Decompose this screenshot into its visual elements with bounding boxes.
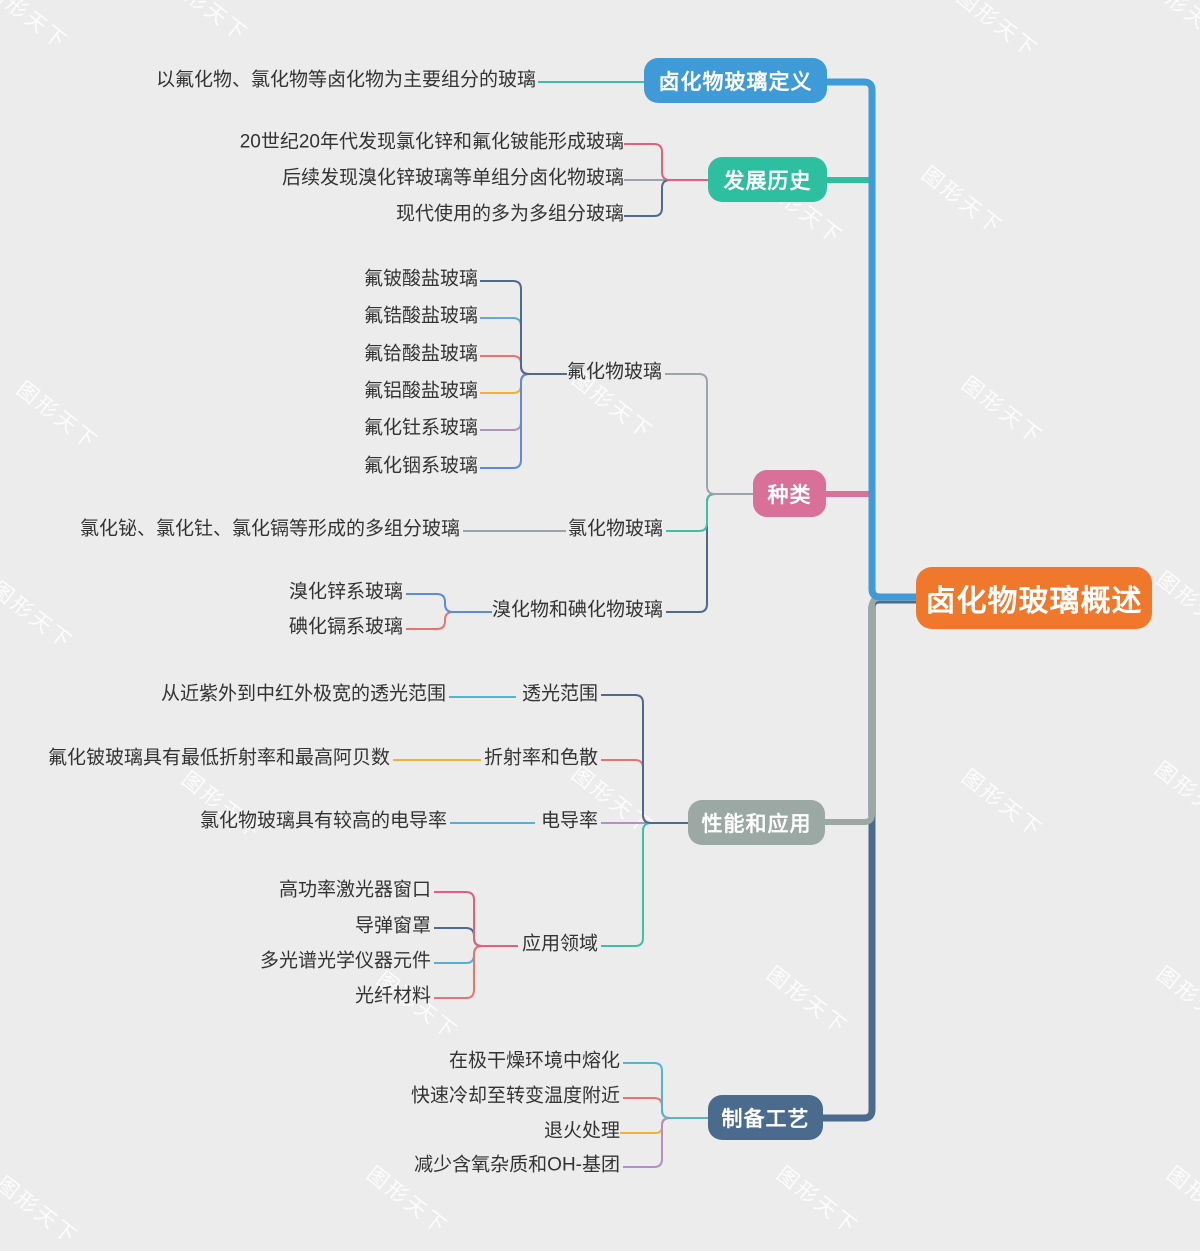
leaf-missile-dome[interactable]: 导弹窗罩 [354,915,431,937]
leaf-history-3[interactable]: 现代使用的多为多组分玻璃 [395,203,624,225]
leaf-history-2[interactable]: 后续发现溴化锌玻璃等单组分卤化物玻璃 [281,167,624,189]
leaf-fluoroberyllate[interactable]: 氟铍酸盐玻璃 [363,268,478,290]
leaf-cadmium-iodide[interactable]: 碘化镉系玻璃 [288,616,403,638]
connector-performance-branch [825,595,917,825]
subbranch-refractive-index[interactable]: 折射率和色散 [483,747,598,769]
leaf-zinc-bromide[interactable]: 溴化锌系玻璃 [288,581,403,603]
subbranch-application-areas[interactable]: 应用领域 [521,933,598,955]
leaf-fluorozirconate[interactable]: 氟锆酸盐玻璃 [363,305,478,327]
leaf-annealing[interactable]: 退火处理 [543,1120,620,1142]
branch-node-types[interactable]: 种类 [753,470,826,517]
subbranch-conductivity[interactable]: 电导率 [540,810,598,832]
leaf-definition[interactable]: 以氟化物、氯化物等卤化物为主要组分的玻璃 [155,69,536,91]
connector-definition-branch [827,78,917,601]
subbranch-fluoride-glass[interactable]: 氟化物玻璃 [567,361,663,383]
leaf-reduce-oxygen[interactable]: 减少含氧杂质和OH-基团 [414,1154,620,1176]
leaf-fluoroaluminate[interactable]: 氟铝酸盐玻璃 [363,380,478,402]
branch-node-definition[interactable]: 卤化物玻璃定义 [644,58,827,103]
root-node[interactable]: 卤化物玻璃概述 [916,567,1152,629]
subbranch-chloride-glass[interactable]: 氯化物玻璃 [568,518,664,540]
leaf-fluorohafnate[interactable]: 氟铪酸盐玻璃 [363,343,478,365]
leaf-rapid-cooling[interactable]: 快速冷却至转变温度附近 [410,1085,620,1107]
leaf-indium-fluoride[interactable]: 氟化铟系玻璃 [363,455,478,477]
branch-node-performance[interactable]: 性能和应用 [688,800,825,845]
leaf-refractive-index[interactable]: 氟化铍玻璃具有最低折射率和最高阿贝数 [47,747,390,769]
leaf-history-1[interactable]: 20世纪20年代发现氯化锌和氟化铍能形成玻璃 [239,131,624,153]
leaf-conductivity[interactable]: 氯化物玻璃具有较高的电导率 [199,810,447,832]
leaf-chloride-multicomponent[interactable]: 氯化铋、氯化钍、氯化镉等形成的多组分玻璃 [79,518,460,540]
leaf-laser-window[interactable]: 高功率激光器窗口 [278,879,431,901]
leaf-dry-melting[interactable]: 在极干燥环境中熔化 [448,1050,620,1072]
leaf-multispectral-optics[interactable]: 多光谱光学仪器元件 [259,950,431,972]
branch-node-history[interactable]: 发展历史 [708,157,827,202]
branch-node-process[interactable]: 制备工艺 [708,1095,823,1140]
leaf-transmission-range[interactable]: 从近紫外到中红外极宽的透光范围 [160,683,446,705]
subbranch-transmission-range[interactable]: 透光范围 [521,683,598,705]
leaf-fiber-material[interactable]: 光纤材料 [354,985,431,1007]
leaf-thorium-fluoride[interactable]: 氟化钍系玻璃 [363,417,478,439]
subbranch-bromide-iodide-glass[interactable]: 溴化物和碘化物玻璃 [492,599,664,621]
